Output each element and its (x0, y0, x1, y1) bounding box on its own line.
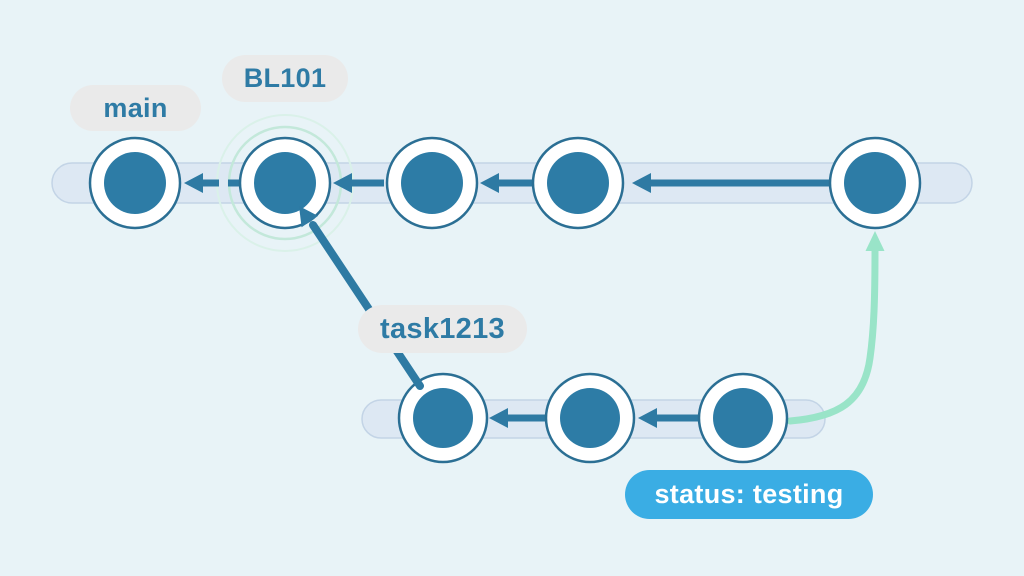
branch-label-task1213: task1213 (358, 305, 527, 353)
main-branch-commits (88, 136, 922, 230)
tag-label-bl101: BL101 (222, 55, 348, 102)
commit-node-main-1 (88, 136, 182, 230)
merge-curve-arrowhead (865, 231, 885, 251)
branch-label-main: main (70, 85, 201, 131)
branch-origin-line (309, 221, 424, 390)
task-branch-commits (397, 372, 789, 464)
arrowhead-main-3 (480, 173, 499, 193)
merge-curve-path (786, 247, 879, 425)
commit-node-task-2 (544, 372, 636, 464)
commit-node-main-2-bl101 (238, 136, 332, 230)
branch-origin-arrowhead (299, 206, 318, 228)
arrowhead-main-1 (184, 173, 203, 193)
status-badge: status: testing (625, 470, 873, 519)
main-branch-arrowheads (184, 173, 651, 193)
commit-node-task-3 (697, 372, 789, 464)
task-branch-arrowheads (489, 408, 657, 428)
commit-node-task-1 (397, 372, 489, 464)
arrowhead-task-2 (638, 408, 657, 428)
commit-node-main-3 (385, 136, 479, 230)
commit-node-main-4 (531, 136, 625, 230)
arrowhead-main-4 (632, 173, 651, 193)
merge-curve-arrow (786, 231, 885, 425)
commit-node-main-5 (828, 136, 922, 230)
arrowhead-task-1 (489, 408, 508, 428)
branch-origin-arrow (299, 206, 424, 390)
arrowhead-main-2 (333, 173, 352, 193)
